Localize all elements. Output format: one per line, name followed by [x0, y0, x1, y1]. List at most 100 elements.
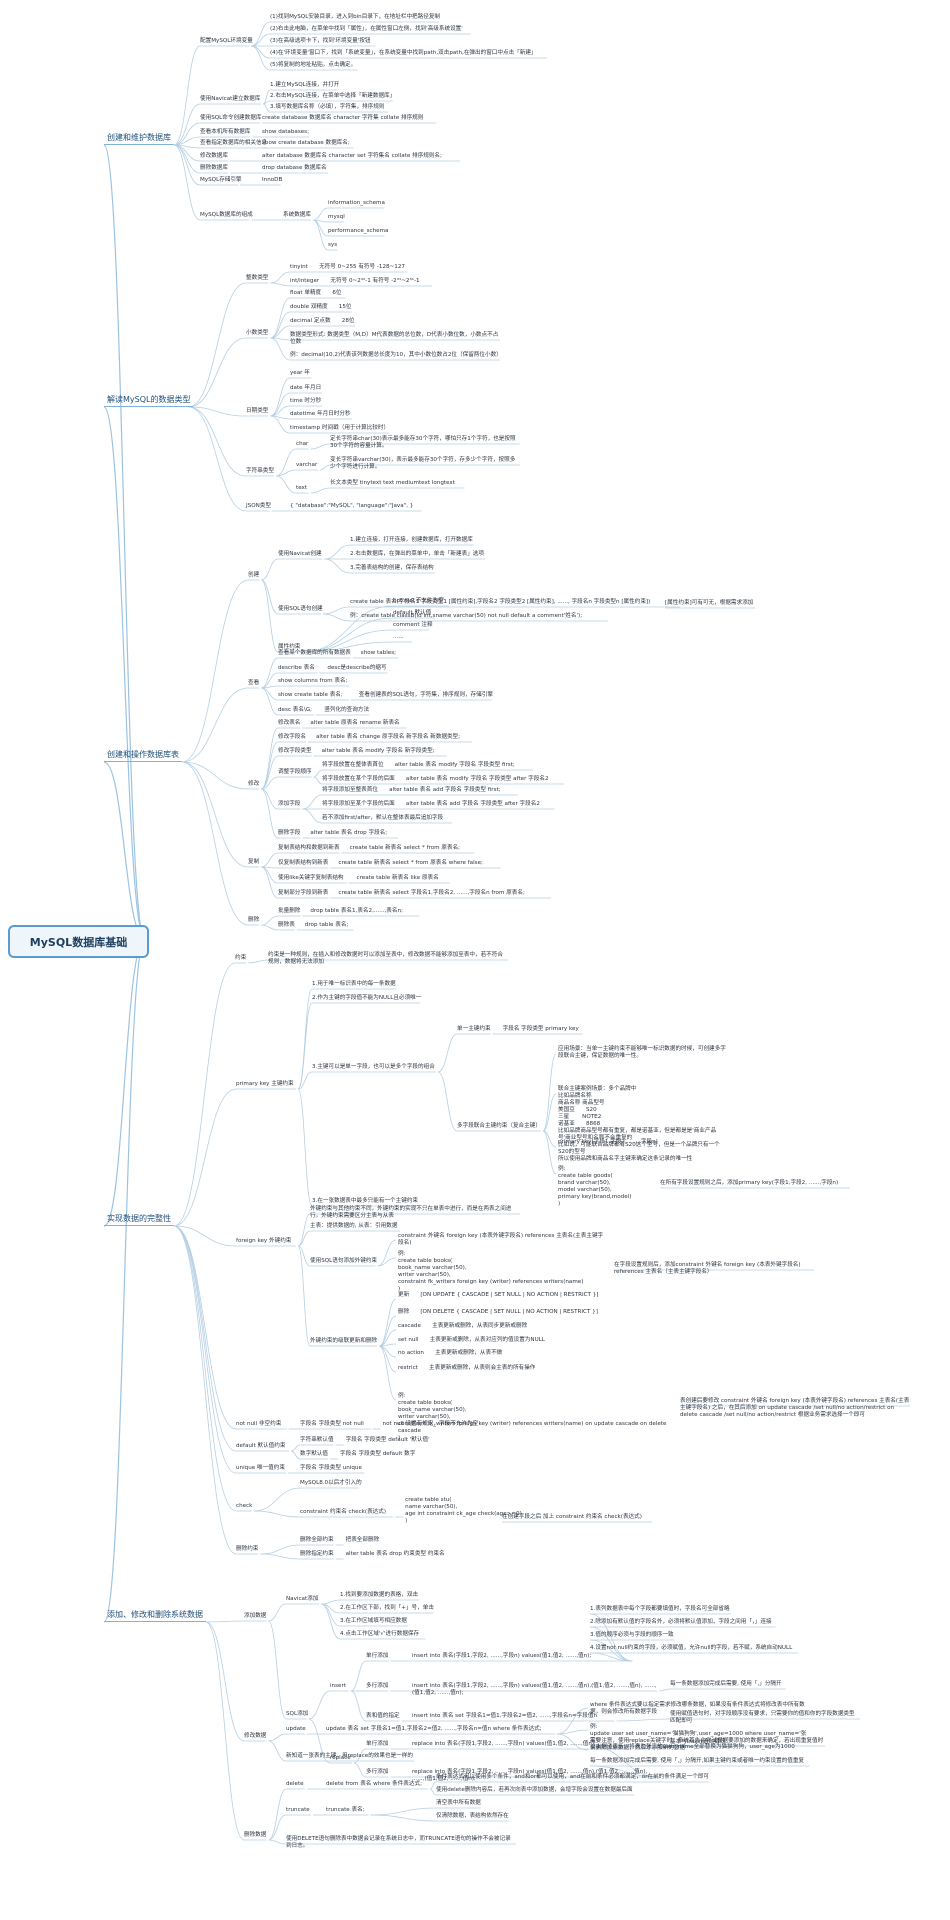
constraint-item[interactable]: constraint 约束名 check(表达式): [300, 1509, 387, 1515]
sql-statement[interactable]: insert into 表名(字段1,字段2, ......,字段n) valu…: [412, 1683, 657, 1696]
constraint-item[interactable]: 数字默认值: [300, 1451, 328, 1457]
add-step[interactable]: 2.在工作区下部，找到「+」号，单击: [340, 1605, 434, 1611]
update-note[interactable]: 以上例子表示，将表为张三的user_name全部替换为猫猫狗狗，user_age…: [590, 1744, 795, 1750]
op-key[interactable]: 修改字段类型: [278, 748, 312, 754]
fk-note[interactable]: 表创建后要修改 constraint 外键名 foreign key (本表外键…: [680, 1398, 910, 1418]
item-child[interactable]: (3)在高级选项卡下，找到'环境变量'按钮: [270, 38, 371, 44]
op-key[interactable]: 复制表结构和数据到新表: [278, 845, 340, 851]
op-value[interactable]: show tables;: [360, 650, 396, 656]
sql-row[interactable]: 多行添加: [366, 1683, 389, 1689]
constraint-value[interactable]: 字段名 字段类型 default 数字: [340, 1451, 416, 1457]
sql-row[interactable]: 单行添加: [366, 1653, 389, 1659]
fk-detail[interactable]: constraint 外键名 foreign key (本表外键字段名) ref…: [398, 1233, 604, 1246]
sql-statement[interactable]: replace into 表名(字段1,字段2, ......,字段n) val…: [412, 1741, 596, 1747]
op-value[interactable]: 例：create table classB(id int,sname varch…: [350, 613, 583, 619]
item-label[interactable]: 使用SQL命令创建数据库: [200, 115, 262, 121]
item-label[interactable]: MySQL存储引擎: [200, 177, 242, 183]
delete-item[interactable]: truncate: [286, 1807, 310, 1813]
op-value[interactable]: 2.右击数据库，在弹出的菜单中，单击「新建表」选项: [350, 551, 484, 557]
op-key[interactable]: show columns from 表名;: [278, 678, 348, 684]
delete-note[interactable]: 清空表中所有数据: [436, 1800, 481, 1806]
fk-detail[interactable]: 例: create table books( book_name varchar…: [398, 1251, 584, 1292]
constraint-item[interactable]: 字段名 字段类型 unique: [300, 1465, 362, 1471]
op-group[interactable]: 修改: [248, 781, 260, 787]
item-child[interactable]: information_schema: [328, 200, 385, 206]
add-step[interactable]: 4.点击工作区域'√'进行数据保存: [340, 1631, 420, 1637]
op-value[interactable]: desc是describe的缩写: [327, 665, 387, 671]
sql-note[interactable]: 2.除添加有默认值的字段名外，必须将默认值添加，字段之间用「，」连接: [590, 1619, 772, 1625]
pk-detail[interactable]: 例: create table goods( brand varchar(50)…: [558, 1166, 632, 1207]
item-value[interactable]: show databases;: [262, 129, 309, 135]
branch-4[interactable]: 实现数据的完整性: [104, 1214, 174, 1226]
sql-keyword[interactable]: replace: [330, 1755, 351, 1761]
op-value[interactable]: drop table 表名1,表名2,......,表名n;: [310, 908, 403, 914]
delete-item[interactable]: 使用DELETE语句删除表中数据会记录在系统日志中，而TRUNCATE语句的操作…: [286, 1836, 511, 1849]
op-key[interactable]: 删除表: [278, 922, 295, 928]
type-item[interactable]: 例：decimal(10,2)代表该列数据总长度为10，其中小数位数占2位（保留…: [290, 352, 502, 358]
fk-detail[interactable]: cascade 主表更新或删除，从表同步更新或删除: [398, 1323, 528, 1329]
item-value[interactable]: InnoDB: [262, 177, 283, 183]
sql-row[interactable]: 单行添加: [366, 1741, 389, 1747]
item-child[interactable]: 1.建立MySQL连接，并打开: [270, 82, 340, 88]
add-method[interactable]: SQL添加: [286, 1711, 309, 1717]
sql-statement[interactable]: insert into 表名 set 字段名1=值1,字段名2=值2, ....…: [412, 1713, 597, 1719]
delete-item[interactable]: delete: [286, 1781, 304, 1787]
op-key[interactable]: 删除字段: [278, 830, 301, 836]
type-item[interactable]: 数据类型形式: 数据类型（M,D）M代表数据的总位数，D代表小数位数，小数点不占…: [290, 332, 499, 345]
op-value[interactable]: create table 新表名 like 原表名: [356, 875, 439, 881]
sql-note[interactable]: 每一条数据添加完成后需要, 使用「,」分隔开,如果主键约束或者唯一约束设置的值重…: [590, 1758, 805, 1764]
type-item[interactable]: tinyint 无符号 0~255 有符号 -128~127: [290, 264, 405, 270]
fk-detail[interactable]: 更新 [ON UPDATE { CASCADE | SET NULL | NO …: [398, 1292, 599, 1298]
item-child[interactable]: (1)找到MySQL安装目录，进入到bin目录下，在地址栏中把路径复制: [270, 14, 441, 20]
pk-item[interactable]: 3.主键可以是单一字段，也可以是多个字段的组合: [312, 1064, 435, 1070]
update-note[interactable]: where 条件表达式要以指定需求修改哪条数据，如果没有条件表达式将修改表中所有…: [590, 1702, 805, 1715]
op-group[interactable]: 复制: [248, 859, 260, 865]
constraint-group[interactable]: unique 唯一值约束: [236, 1465, 285, 1471]
type-item[interactable]: float 单精度 6位: [290, 290, 342, 296]
pk-detail[interactable]: 联合主键案例场景：多个品牌中 比如品牌名称 商品名称 商品型号 美国豆 S20 …: [558, 1086, 720, 1162]
op-key[interactable]: 查看某个数据库的所有数据表: [278, 650, 351, 656]
item-label[interactable]: 配置MySQL环境变量: [200, 38, 253, 44]
item-label[interactable]: MySQL数据库的组成: [200, 212, 253, 218]
item-child[interactable]: sys: [328, 242, 338, 248]
op-value[interactable]: default 默认值: [393, 610, 432, 616]
delete-statement[interactable]: truncate 表名;: [326, 1807, 365, 1813]
type-item[interactable]: { "database":"MySQL", "language":"Java",…: [290, 503, 414, 509]
fk-detail[interactable]: restrict 主表更新或删除，从表则会主表的所有操作: [398, 1365, 536, 1371]
item-label[interactable]: 使用Navicat建立数据库: [200, 96, 261, 102]
op-group[interactable]: 删除: [248, 917, 260, 923]
fk-detail[interactable]: no action 主表更新或删除，从表不做: [398, 1350, 503, 1356]
branch-1[interactable]: 创建和维护数据库: [104, 133, 174, 145]
constraint-text[interactable]: 约束是一种规则，在插入和修改数据时可以添加至表中，修改数据不能够添加至表中，若不…: [268, 952, 503, 965]
type-item[interactable]: int/integer 无符号 0~2³²-1 有符号 -2³¹~2³¹-1: [290, 278, 420, 284]
branch-2[interactable]: 解读MySQL的数据类型: [104, 395, 194, 407]
delete-group[interactable]: 删除数据: [244, 1832, 267, 1838]
type-key[interactable]: varchar: [296, 462, 318, 468]
pk-sub[interactable]: 单一主键约束: [457, 1026, 491, 1032]
update-note[interactable]: 例: update user set user_name='猫猫狗狗',user…: [590, 1724, 807, 1744]
delete-note[interactable]: 使用delete删除内容后，若再次向表中添加数据，会增字段会设置在数据最后面: [436, 1787, 633, 1793]
constraint-group[interactable]: check: [236, 1503, 253, 1509]
op-note[interactable]: [属性约束]可有可无，根据需求添加: [665, 600, 754, 606]
root-node[interactable]: MySQL数据库基础: [8, 925, 149, 958]
pk-sub-value[interactable]: 字段名 字段类型 primary key: [502, 1026, 579, 1032]
fk-detail[interactable]: 例: create table books( book_name varchar…: [398, 1393, 667, 1441]
op-value[interactable]: 1.建立连接，打开连接，创建数据库，打开数据库: [350, 537, 473, 543]
sql-note[interactable]: 3.值的顺序必须与字段的顺序一致: [590, 1632, 674, 1638]
fk-note[interactable]: 在字段设置规则后，添加constraint 外键名 foreign key (本…: [614, 1262, 801, 1275]
op-key[interactable]: 仅复制表结构到新表: [278, 860, 329, 866]
fk-detail[interactable]: 删除 [ON DELETE { CASCADE | SET NULL | NO …: [398, 1309, 598, 1315]
constraint-group[interactable]: default 默认值约束: [236, 1443, 286, 1449]
pk-item[interactable]: 2.作为主键的字段值不能为NULL且必须唯一: [312, 995, 422, 1001]
op-value[interactable]: not null 不允许为空: [393, 598, 444, 604]
item-label[interactable]: 查看指定数据库的相关信息: [200, 140, 268, 146]
constraint-value[interactable]: 字段名 字段类型 default '默认值': [345, 1437, 430, 1443]
sql-note[interactable]: 4.设置not null约束的字段，必须赋值，允许null的字段，若不赋，系统自…: [590, 1645, 793, 1651]
constraint-group[interactable]: 约束: [235, 955, 247, 961]
item-value[interactable]: show create database 数据库名;: [262, 140, 350, 146]
update-group[interactable]: 修改数据: [244, 1733, 267, 1739]
type-desc[interactable]: 变长字符串varchar(30)，表示最多能存30个字符，存多少个字符，按照多少…: [330, 457, 516, 470]
op-key[interactable]: 修改表名: [278, 720, 301, 726]
type-desc[interactable]: 长文本类型 tinytext text mediumtext longtext: [330, 480, 455, 486]
type-item[interactable]: time 时分秒: [290, 398, 322, 404]
